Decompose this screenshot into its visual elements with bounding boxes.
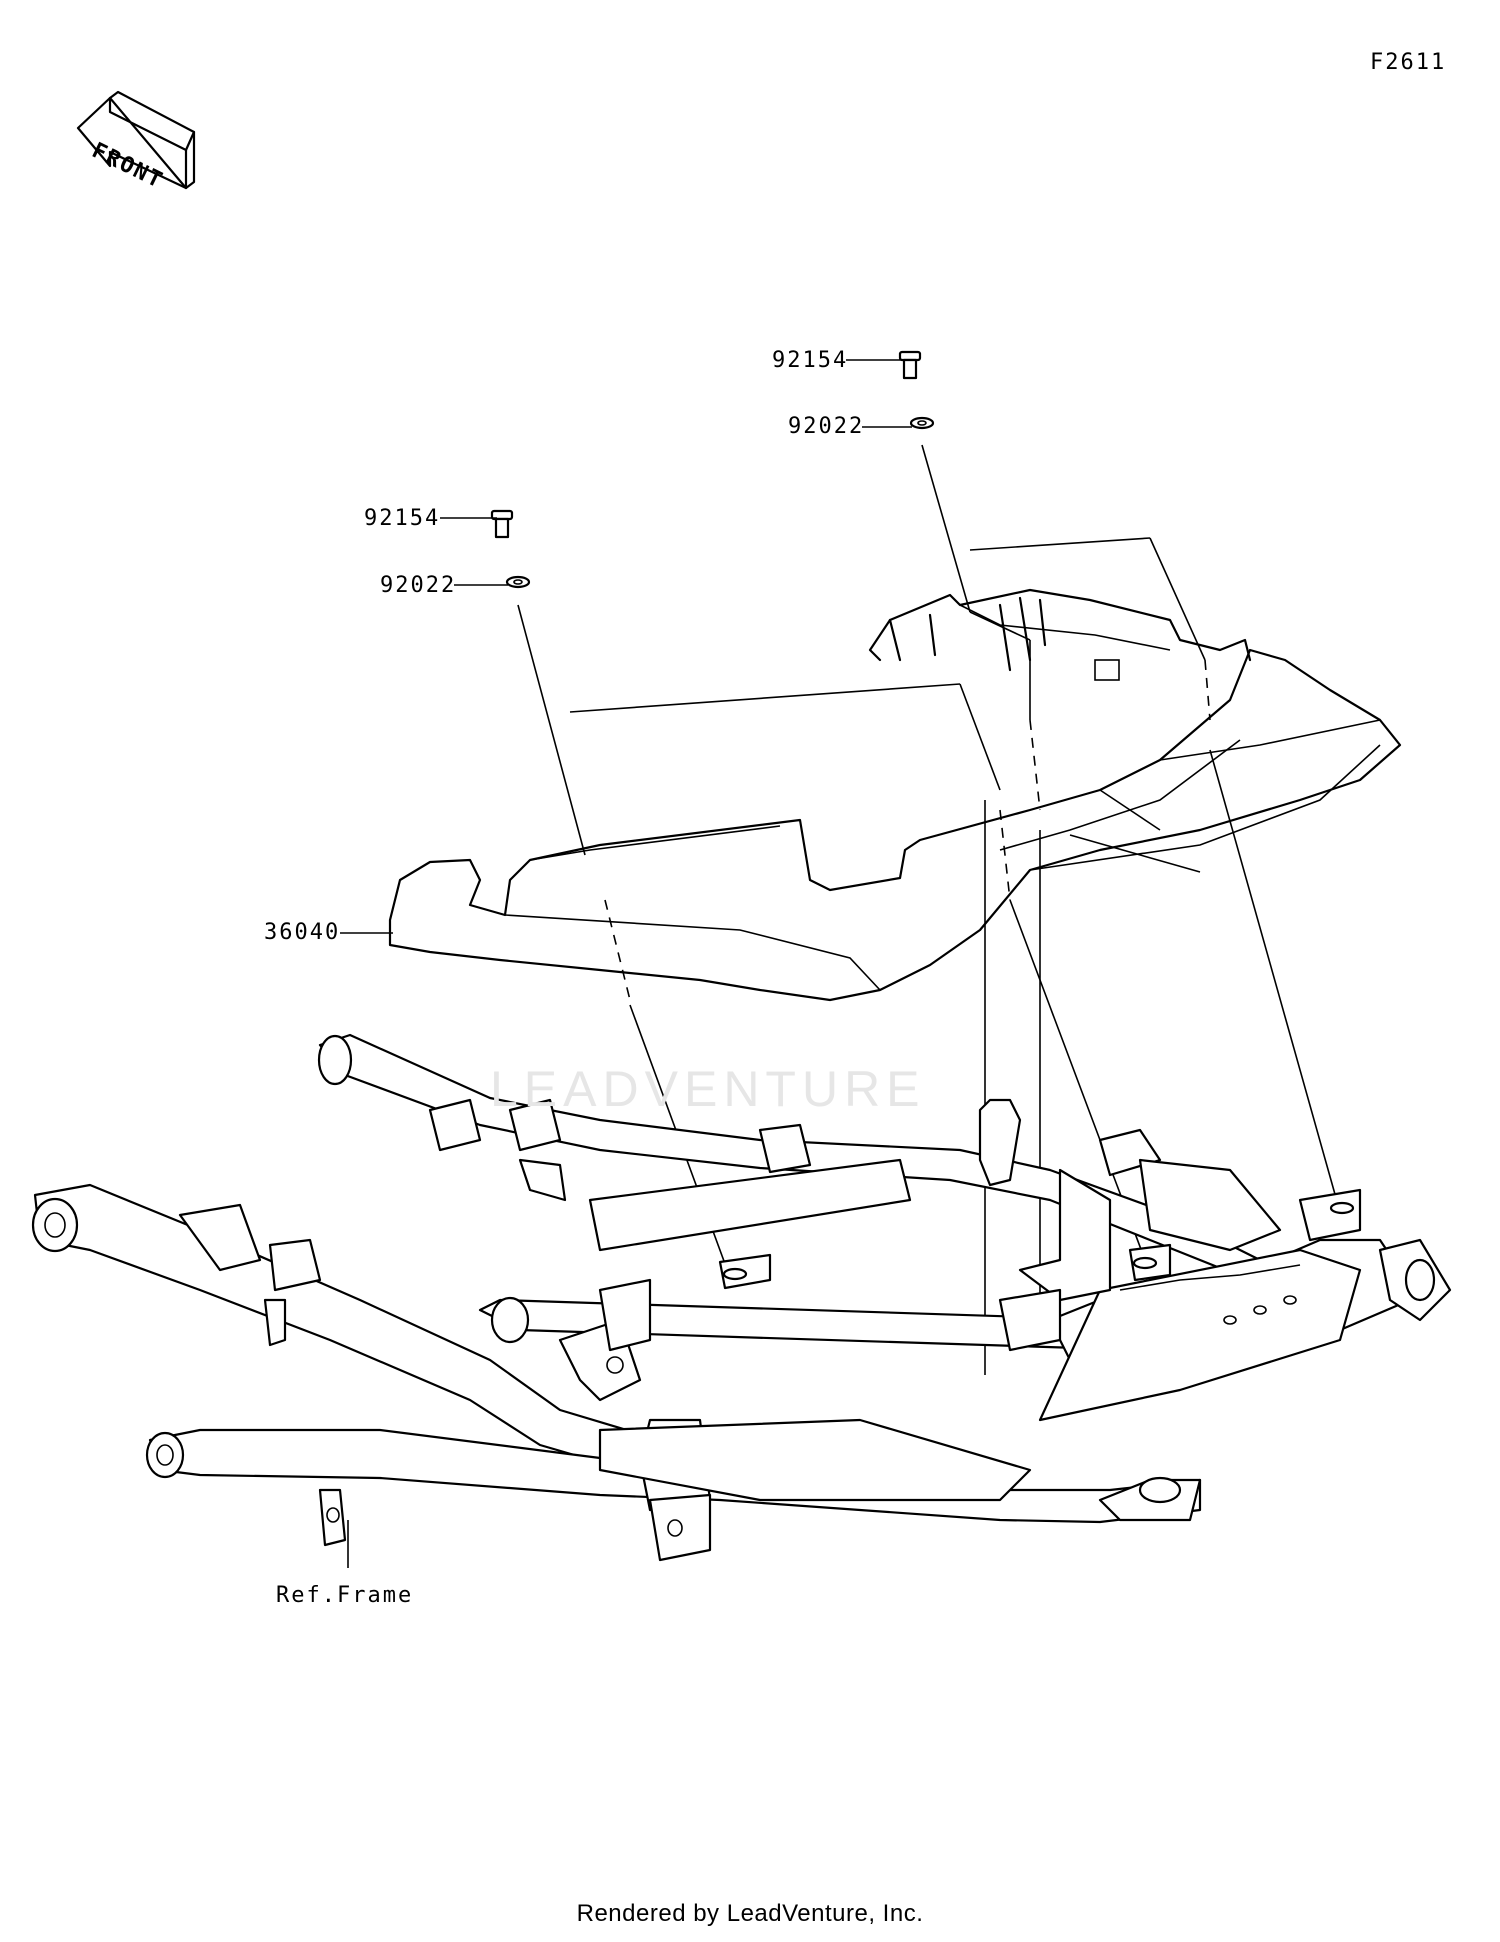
washer-92022-left-icon [505,575,531,589]
screw-92154-right-icon [898,350,922,380]
screw-92154-left-icon [490,509,514,539]
assembly-lines [517,444,1339,1375]
front-direction-arrow-icon [76,90,196,190]
frame-reference-label: Ref.Frame [276,1583,414,1608]
part-label-92154-left: 92154 [364,506,441,531]
part-label-92154-right: 92154 [772,348,849,373]
washer-92022-right-icon [909,416,935,430]
footer-credit: Rendered by LeadVenture, Inc. [576,1900,924,1927]
tail-cover-36040 [388,588,1402,1002]
label-leaders [340,359,912,1568]
watermark: LEADVENTURE [490,1061,926,1117]
part-label-92022-right: 92022 [788,414,865,439]
diagram-code: F2611 [1370,50,1447,75]
part-label-36040: 36040 [264,920,341,945]
rear-frame-reference [31,1033,1452,1562]
part-label-92022-left: 92022 [380,573,457,598]
